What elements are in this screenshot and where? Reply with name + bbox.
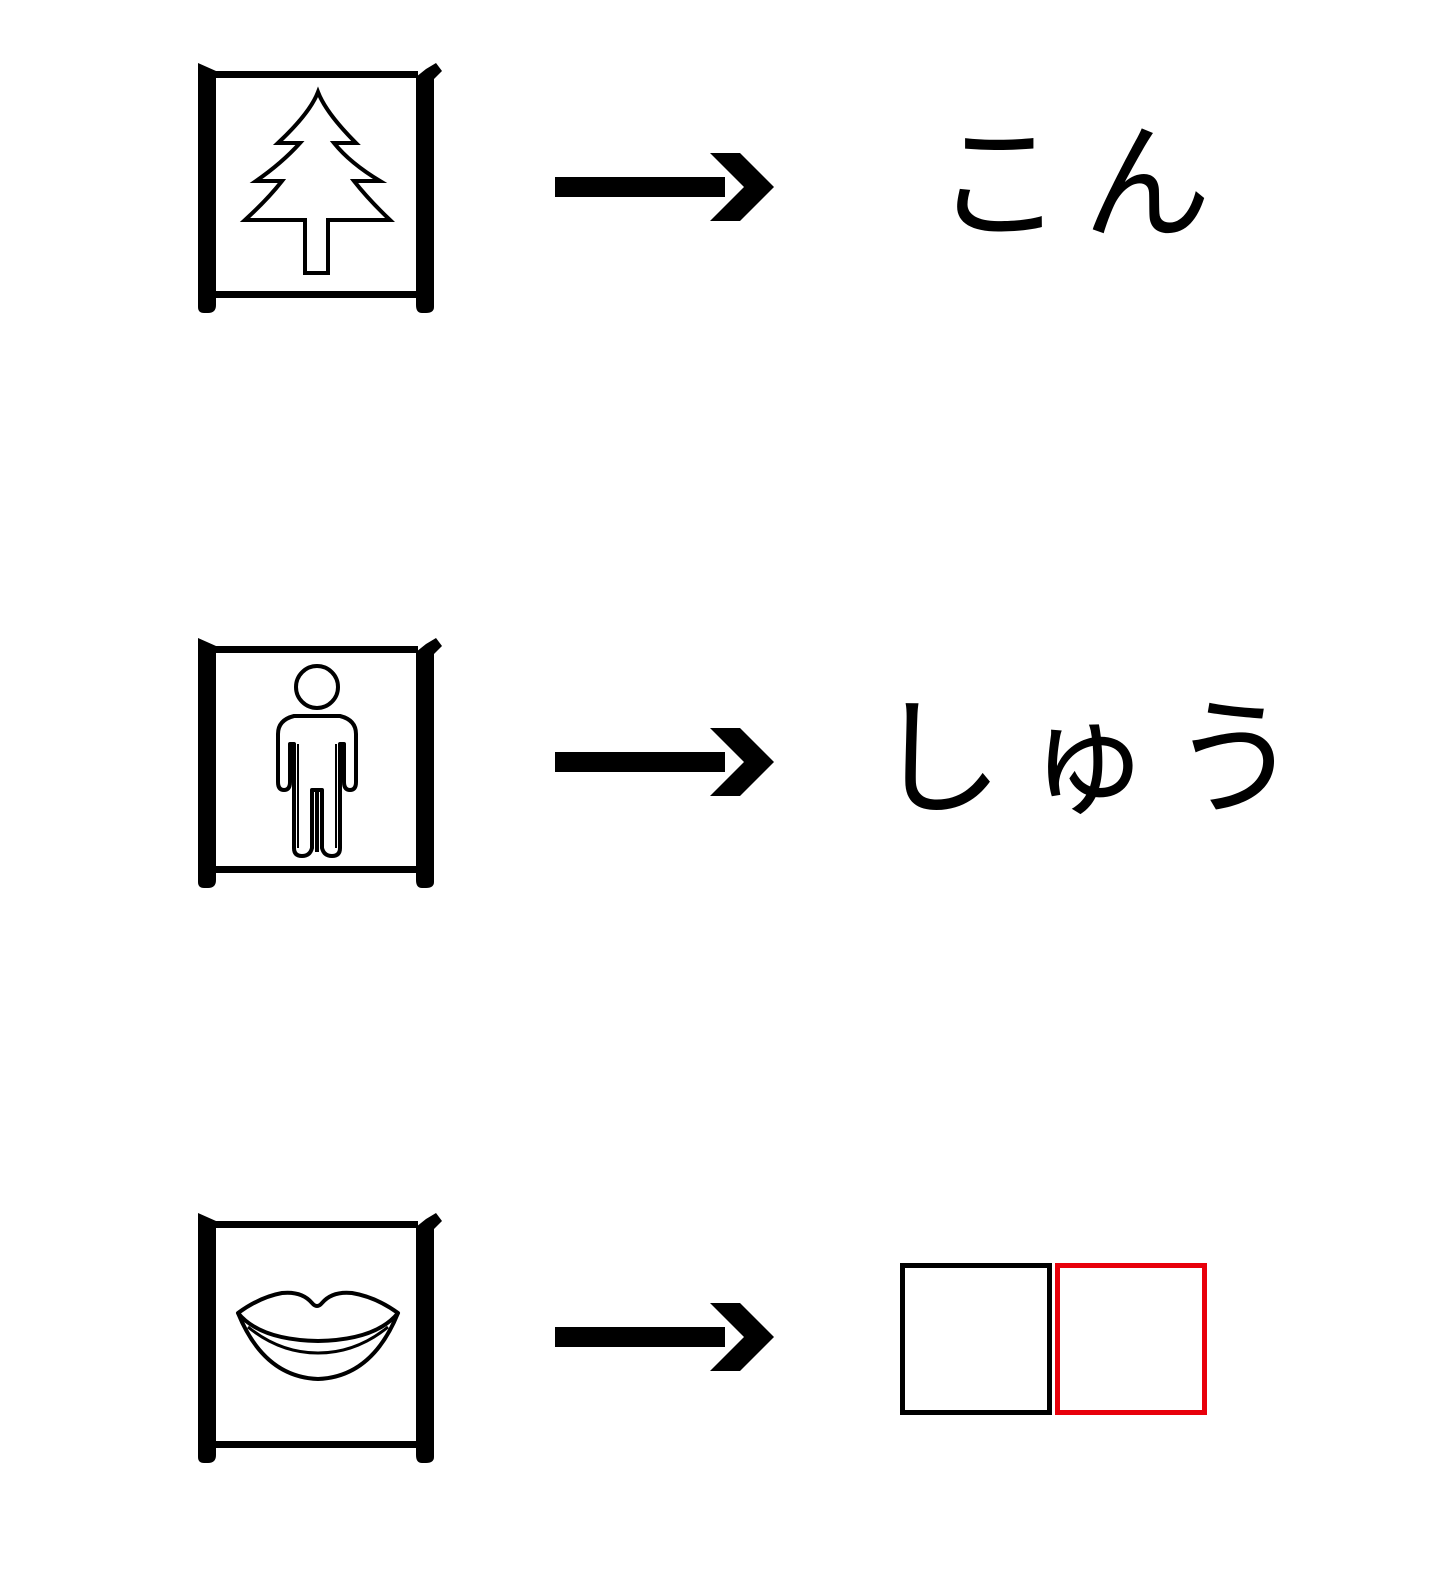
enclosure-radical — [198, 63, 442, 313]
mouth-icon — [236, 1290, 400, 1382]
enclosure-person-glyph — [190, 630, 450, 895]
arrow-icon — [550, 1300, 780, 1375]
tree-icon — [239, 86, 395, 275]
reading-shuu: しゅう — [875, 685, 1319, 835]
diagram-row-person: しゅう — [0, 630, 1440, 930]
enclosure-mouth-glyph — [190, 1205, 450, 1470]
arrow-icon — [550, 725, 780, 800]
answer-box-first[interactable] — [900, 1263, 1052, 1415]
diagram-row-mouth — [0, 1205, 1440, 1505]
enclosure-tree-glyph — [190, 55, 450, 320]
person-icon — [276, 664, 358, 858]
answer-box-second-highlighted[interactable] — [1055, 1263, 1207, 1415]
arrow-icon — [550, 150, 780, 225]
answer-boxes — [900, 1263, 1220, 1425]
enclosure-radical — [198, 1213, 442, 1463]
reading-text: しゅう — [875, 685, 1320, 834]
reading-kon: こん — [875, 110, 1231, 260]
reading-text: こん — [935, 110, 1232, 259]
diagram-row-tree: こん — [0, 55, 1440, 355]
enclosure-radical — [198, 638, 442, 888]
